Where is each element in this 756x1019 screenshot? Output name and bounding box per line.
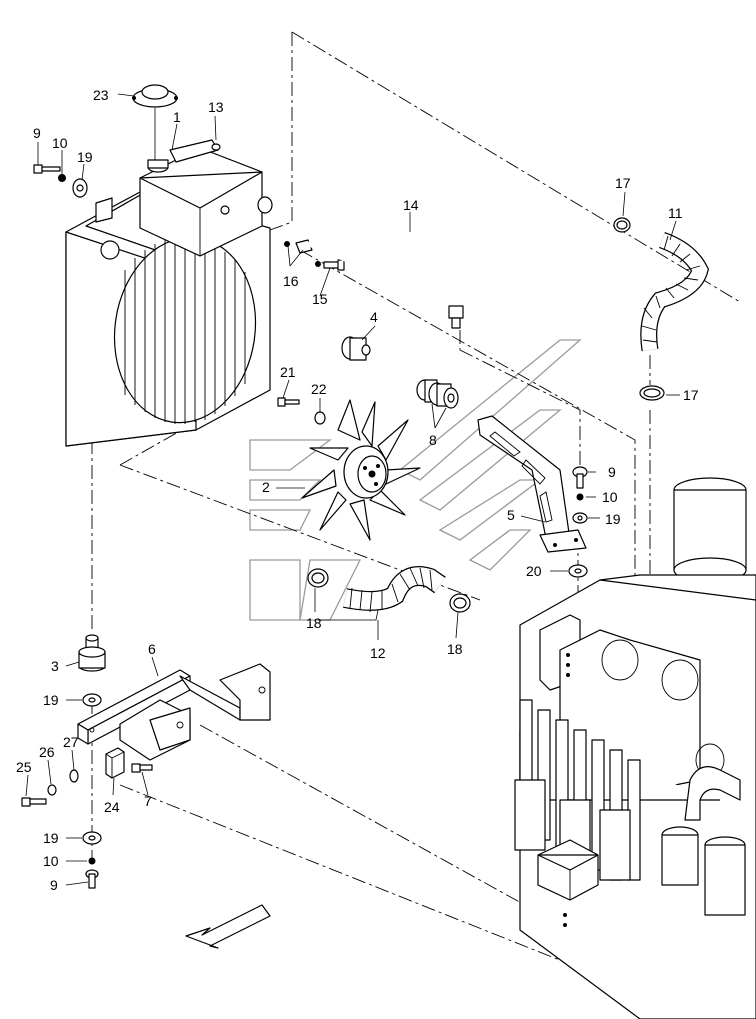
callout-13: 13 xyxy=(208,99,224,115)
callout-1: 1 xyxy=(173,109,181,125)
spacer xyxy=(341,336,371,361)
callout-25: 25 xyxy=(16,759,32,775)
callout-10: 10 xyxy=(43,853,59,869)
support-frame xyxy=(77,663,271,761)
callout-9: 9 xyxy=(608,464,616,480)
clamp-block xyxy=(105,747,125,779)
callout-10: 10 xyxy=(602,489,618,505)
callout-23: 23 xyxy=(93,87,109,103)
rubber-mount xyxy=(78,634,106,672)
callout-5: 5 xyxy=(507,507,515,523)
callout-17: 17 xyxy=(683,387,699,403)
callout-17: 17 xyxy=(615,175,631,191)
callout-19: 19 xyxy=(77,149,93,165)
callout-3: 3 xyxy=(51,658,59,674)
fan-pulley xyxy=(416,379,459,409)
radiator-cap xyxy=(132,84,178,160)
callout-21: 21 xyxy=(280,364,296,380)
callout-9: 9 xyxy=(33,125,41,141)
callout-19: 19 xyxy=(605,511,621,527)
bracket-fasteners xyxy=(568,466,588,578)
callout-leaders xyxy=(25,93,680,886)
fan-bolt-nut xyxy=(277,397,326,425)
cooling-fan xyxy=(301,399,421,541)
callout-24: 24 xyxy=(104,799,120,815)
lower-hose xyxy=(307,566,471,613)
callout-22: 22 xyxy=(311,381,327,397)
drain-hose xyxy=(304,229,464,329)
upper-hose xyxy=(613,217,710,401)
frame-fasteners-bottom xyxy=(82,831,102,889)
callout-2: 2 xyxy=(262,479,270,495)
callout-4: 4 xyxy=(370,309,378,325)
expansion-tank xyxy=(139,139,273,257)
fan-bracket xyxy=(477,415,587,553)
callout-19: 19 xyxy=(43,830,59,846)
top-left-fasteners xyxy=(33,164,88,198)
callout-19: 19 xyxy=(43,692,59,708)
frame-fasteners-left xyxy=(21,769,79,807)
callout-9: 9 xyxy=(50,877,58,893)
callout-20: 20 xyxy=(526,563,542,579)
engine-block xyxy=(514,477,756,1019)
callout-18: 18 xyxy=(447,641,463,657)
callout-16: 16 xyxy=(283,273,299,289)
callout-14: 14 xyxy=(403,197,419,213)
callout-7: 7 xyxy=(144,793,152,809)
callout-15: 15 xyxy=(312,291,328,307)
callout-18: 18 xyxy=(306,615,322,631)
callout-11: 11 xyxy=(668,205,683,221)
callout-27: 27 xyxy=(63,734,79,750)
callout-labels: 23 13 1 9 10 19 14 17 11 16 15 4 17 21 2… xyxy=(16,87,699,893)
washer-19-left-hole xyxy=(88,697,96,703)
callout-12: 12 xyxy=(370,645,386,661)
callout-26: 26 xyxy=(39,744,55,760)
callout-8: 8 xyxy=(429,432,437,448)
callout-6: 6 xyxy=(148,641,156,657)
direction-arrow-icon xyxy=(185,904,271,949)
frame-bolt xyxy=(131,763,153,773)
callout-10: 10 xyxy=(52,135,68,151)
